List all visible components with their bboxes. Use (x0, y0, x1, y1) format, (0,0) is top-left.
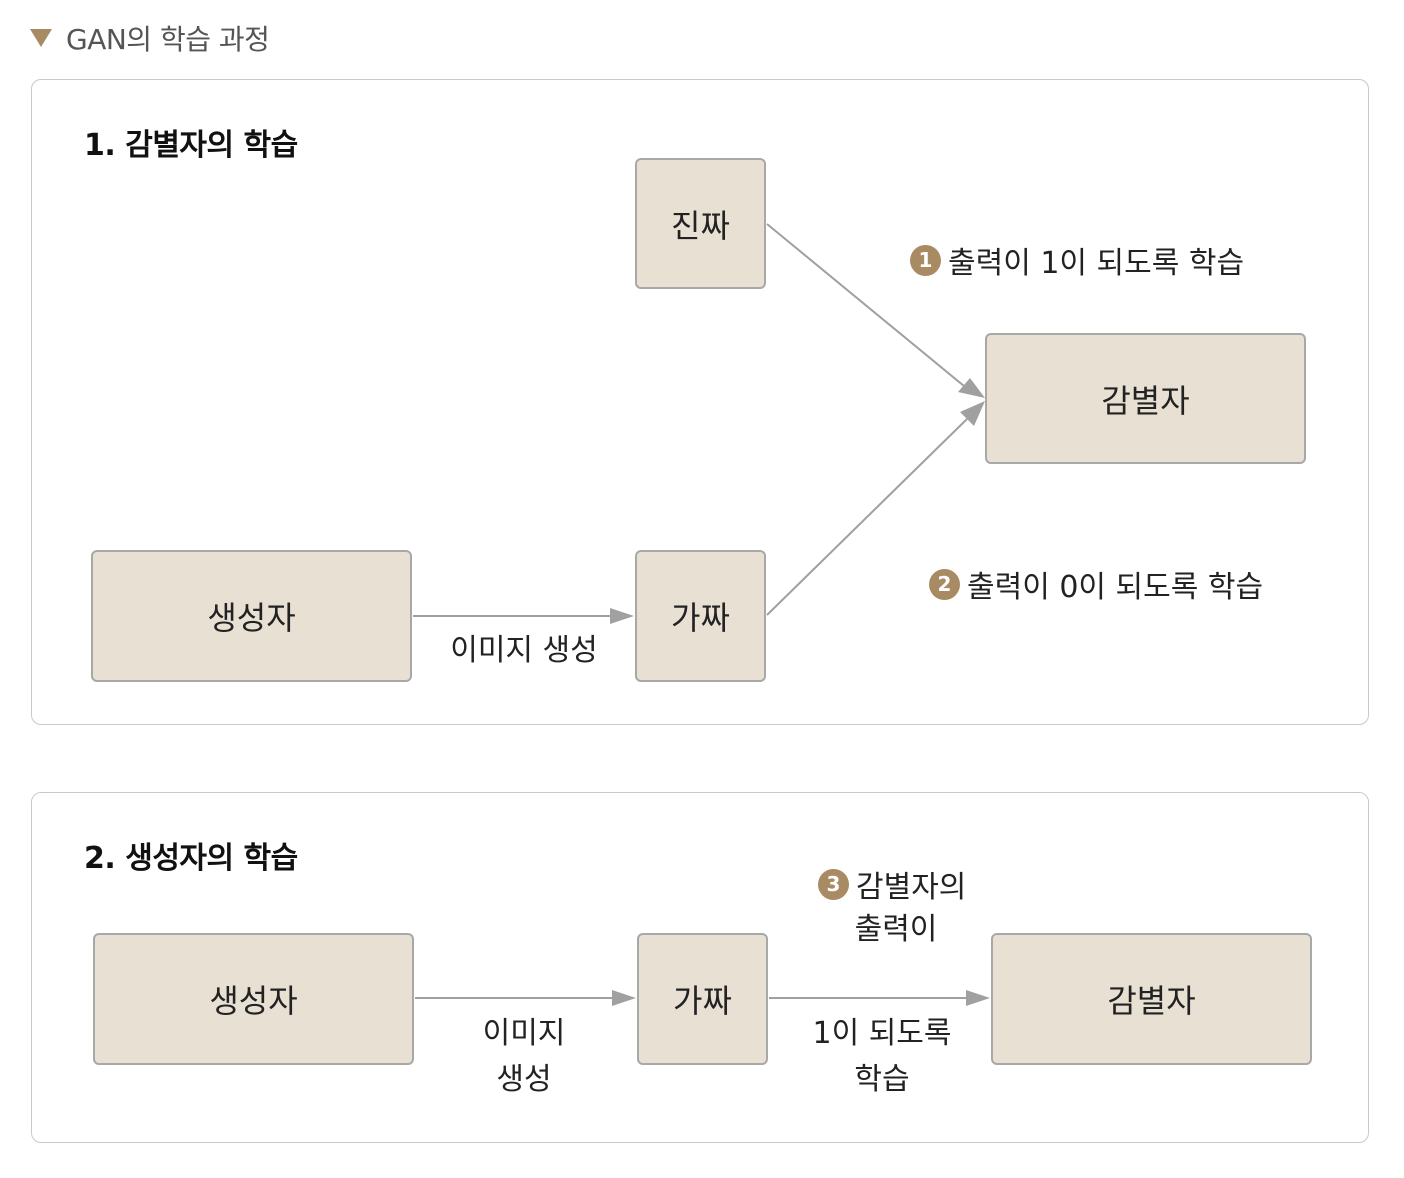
panel-title: 2. 생성자의 학습 (84, 841, 298, 876)
caption-text: GAN의 학습 과정 (66, 23, 270, 56)
arrowhead (610, 608, 634, 624)
real-node: 진짜 (635, 158, 766, 289)
step-badge: 3 (818, 868, 849, 900)
fake-node: 가짜 (637, 933, 768, 1065)
step-3: 3 감별자의 (818, 861, 966, 907)
fake-node: 가짜 (635, 550, 766, 682)
arrowhead (966, 990, 990, 1006)
step-1: 1 출력이 1이 되도록 학습 (910, 237, 1244, 283)
arrowhead (958, 378, 985, 398)
step-text: 출력이 0이 되도록 학습 (967, 570, 1264, 605)
discriminator-node: 감별자 (991, 933, 1312, 1065)
step-badge: 1 (910, 244, 941, 276)
edge-label-line1: 1이 되도록 (812, 1016, 952, 1051)
generator-node: 생성자 (91, 550, 412, 682)
triangle-down-icon (30, 29, 52, 47)
figure-caption: GAN의 학습 과정 (30, 18, 270, 58)
generator-training-panel: 2. 생성자의 학습 생성자 가짜 감별자 이미지 생성 3 감별자의 출력이 … (31, 792, 1369, 1143)
edge-label-line2: 학습 (854, 1062, 910, 1097)
step-badge: 2 (929, 568, 960, 600)
edge-label-line2: 생성 (496, 1062, 552, 1097)
discriminator-training-panel: 1. 감별자의 학습 진짜 감별자 생성자 가짜 이미지 생성 1 출력이 1이… (31, 79, 1369, 725)
edge-label: 이미지 생성 (450, 633, 598, 668)
step-text: 감별자의 (856, 870, 967, 905)
edge-label-line1: 이미지 (482, 1016, 566, 1051)
arrowhead (612, 990, 636, 1006)
discriminator-node: 감별자 (985, 333, 1306, 464)
step-2: 2 출력이 0이 되도록 학습 (929, 561, 1263, 607)
panel-title: 1. 감별자의 학습 (84, 128, 298, 163)
step-text-line2: 출력이 (854, 912, 938, 947)
step-text: 출력이 1이 되도록 학습 (948, 246, 1245, 281)
edge-label: 이미지 생성 (444, 1011, 604, 1103)
generator-node: 생성자 (93, 933, 414, 1065)
arrowhead (960, 401, 985, 426)
edge-label: 1이 되도록 학습 (792, 1011, 972, 1103)
